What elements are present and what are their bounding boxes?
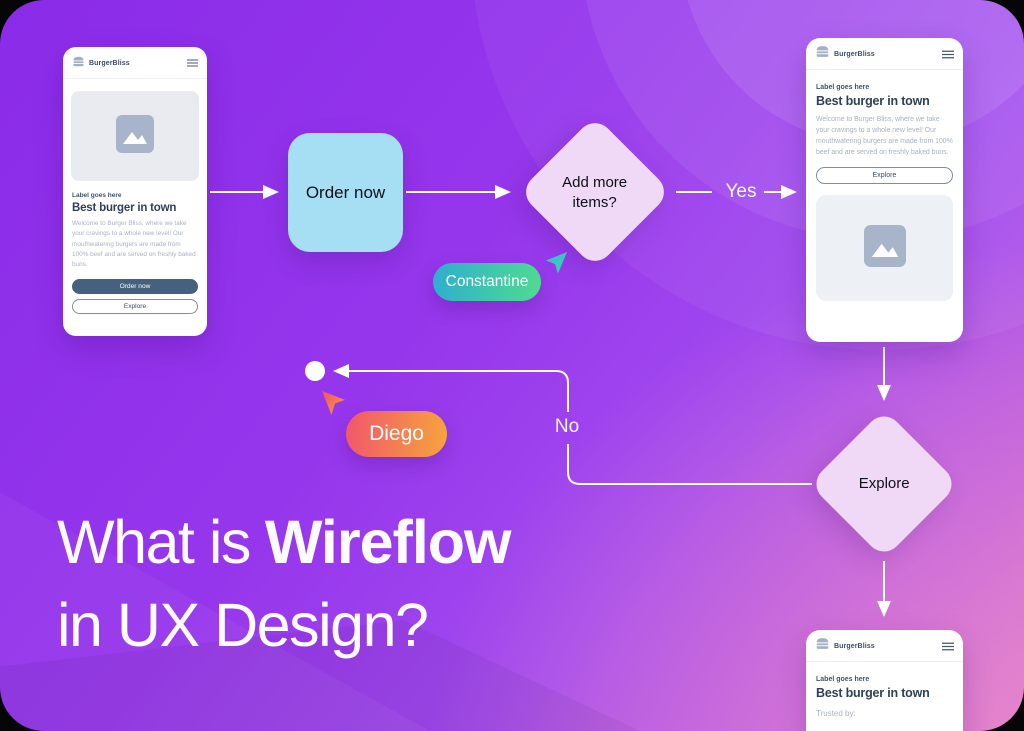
hamburger-menu-icon[interactable] (187, 59, 198, 67)
connector-no-upper (333, 364, 569, 412)
burgerbliss-logo-icon (815, 637, 830, 655)
flow-action-order-now: Order now (288, 133, 403, 252)
body-copy: Welcome to Burger Bliss, where we take y… (816, 116, 953, 157)
title-regular-text: What is (57, 508, 251, 576)
phone-header: BurgerBliss (806, 630, 963, 661)
branch-label-yes: Yes (725, 181, 757, 202)
phone-header: BurgerBliss (806, 38, 963, 69)
collaborator-badge: Diego (346, 411, 447, 457)
cursor-pointer-icon (544, 251, 568, 280)
explore-button[interactable]: Explore (816, 167, 953, 185)
brand-name: BurgerBliss (834, 50, 875, 58)
header-divider (806, 69, 963, 70)
brand-name: BurgerBliss (834, 642, 875, 650)
headline: Best burger in town (816, 94, 930, 108)
flow-decision-explore: Explore (809, 409, 959, 559)
headline: Best burger in town (72, 202, 177, 214)
burgerbliss-logo-icon (815, 45, 830, 63)
hamburger-menu-icon[interactable] (942, 642, 954, 651)
decision-label: Add more items? (562, 173, 628, 211)
collaborator-name: Diego (369, 422, 424, 445)
explore-button[interactable]: Explore (72, 299, 198, 315)
flow-decision-add-items: Add more items? (518, 115, 672, 269)
branch-label-no: No (554, 416, 580, 437)
flow-action-label: Order now (305, 182, 386, 202)
phone-header: BurgerBliss (63, 47, 207, 78)
hamburger-menu-icon[interactable] (942, 50, 954, 59)
image-placeholder-icon (116, 114, 154, 158)
cursor-pointer-icon (320, 390, 347, 422)
image-placeholder-icon (863, 224, 906, 272)
decision-label: Explore (858, 475, 910, 493)
title-line-2: in UX Design? (57, 591, 429, 659)
header-divider (63, 78, 207, 79)
hero-image-placeholder (71, 91, 199, 181)
wireframe-phone-explore: BurgerBliss Label goes here Best burger … (806, 630, 963, 731)
headline: Best burger in town (816, 686, 930, 700)
trusted-by-label: Trusted by: (816, 709, 856, 718)
body-copy: Welcome to Burger Bliss, where we take y… (72, 220, 196, 268)
brand-name: BurgerBliss (89, 59, 130, 67)
eyebrow-label: Label goes here (816, 676, 870, 683)
header-divider (806, 661, 963, 662)
connector-no-lower (567, 444, 812, 485)
collaborator-name: Constantine (445, 273, 529, 290)
title-bold-text: Wireflow (264, 508, 512, 576)
order-now-button[interactable]: Order now (72, 279, 198, 295)
wireframe-phone-home: BurgerBliss Label goes here Best burger … (63, 47, 207, 336)
wireframe-phone-detail: BurgerBliss Label goes here Best burger … (806, 38, 963, 342)
collaborator-badge: Constantine (433, 263, 541, 301)
eyebrow-label: Label goes here (72, 192, 122, 199)
burgerbliss-logo-icon (72, 54, 85, 72)
flow-start-dot (305, 361, 325, 381)
eyebrow-label: Label goes here (816, 84, 870, 91)
hero-image-placeholder (816, 195, 953, 302)
